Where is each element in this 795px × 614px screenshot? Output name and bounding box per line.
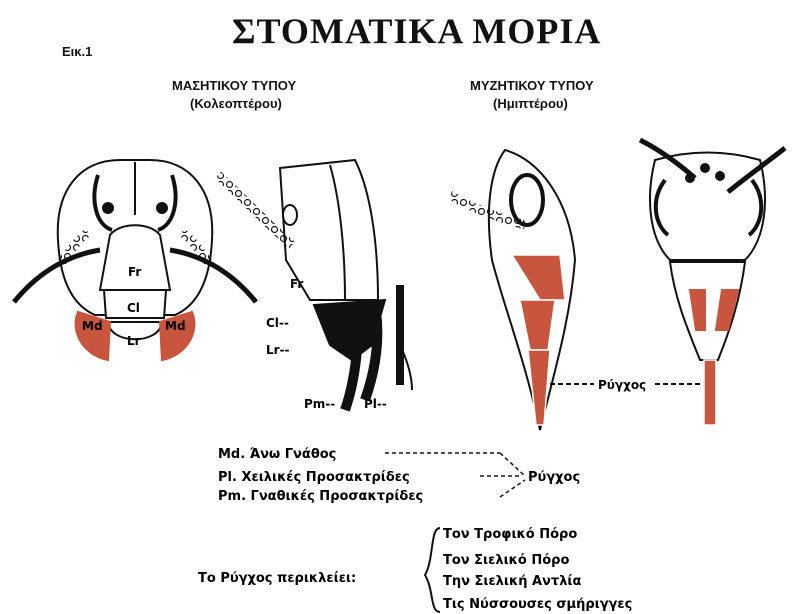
legend-pm: Pm. Γναθικές Προσακτρίδες [218, 489, 423, 504]
label-pm-side: Pm-- [304, 397, 335, 411]
label-rygchos: Ρύγχος [598, 378, 646, 392]
label-pl-side: Pl-- [364, 397, 387, 411]
enclosure-item: Τον Τροφικό Πόρο [443, 527, 577, 542]
label-lr-front: Lr [127, 334, 141, 348]
enclosure-item: Τις Νύσσουσες σμήριγγες [443, 597, 632, 612]
legend-md: Md. Άνω Γνάθος [218, 447, 336, 462]
enclosure-item: Τον Σιελικό Πόρο [443, 553, 569, 568]
label-md-left: Md [82, 319, 103, 333]
bug-head-front [640, 140, 785, 425]
beetle-head-front [14, 160, 256, 360]
label-fr-side: Fr [290, 277, 303, 291]
label-cl-front: Cl [127, 301, 140, 315]
legend-result: Ρύγχος [528, 470, 580, 485]
beetle-head-side [218, 160, 412, 410]
legend-pl: Pl. Χειλικές Προσακτρίδες [218, 470, 410, 485]
label-cl-side: Cl-- [266, 316, 289, 330]
bug-head-side [450, 150, 575, 430]
enclosure-intro: Το Ρύγχος περικλείει: [198, 571, 356, 586]
label-fr-front: Fr [128, 265, 141, 279]
label-lr-side: Lr-- [266, 343, 290, 357]
enclosure-item: Την Σιελική Αντλία [443, 574, 581, 589]
label-md-right: Md [165, 319, 186, 333]
